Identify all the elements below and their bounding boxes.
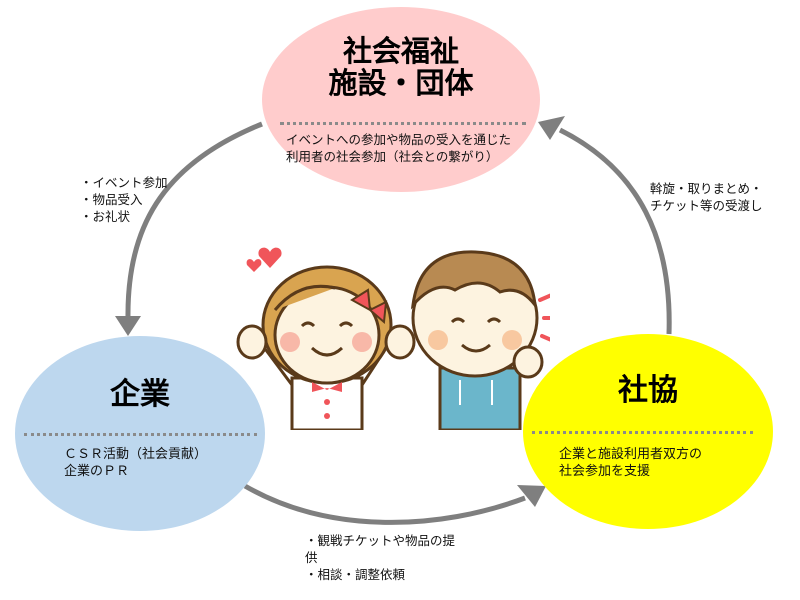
- node-council-title: 社協: [618, 373, 678, 408]
- node-council-description: 企業と施設利用者双方の 社会参加を支援: [559, 447, 703, 479]
- children-illustration: [236, 247, 550, 430]
- label-council-to-facility: 斡旋・取りまとめ・ チケット等の受渡し: [650, 181, 763, 213]
- divider: [532, 431, 753, 434]
- boy-figure: [410, 250, 550, 430]
- title-line-1: 社会福祉: [342, 34, 459, 68]
- label-company-to-council: ・観戦チケットや物品の提 供 ・相談・調整依頼: [305, 533, 456, 582]
- node-company-title: 企業: [110, 377, 170, 412]
- arrowhead-council: [517, 485, 546, 507]
- divider: [24, 433, 257, 436]
- node-company: 企業 ＣＳＲ活動（社会貢献） 企業のＰＲ: [15, 336, 265, 531]
- node-council: 社協 企業と施設利用者双方の 社会参加を支援: [523, 334, 773, 529]
- arrowhead-facility: [538, 116, 565, 140]
- heart-icon: [246, 259, 262, 272]
- heart-icon: [258, 247, 282, 268]
- arrow-company-to-council: [243, 483, 526, 525]
- girl-figure: [236, 265, 416, 430]
- node-company-description: ＣＳＲ活動（社会貢献） 企業のＰＲ: [64, 447, 208, 479]
- node-facility-title: 社会福祉 施設・団体: [262, 35, 540, 100]
- title-line-2: 施設・団体: [328, 66, 474, 101]
- arrow-council-to-facility: [558, 127, 672, 335]
- node-facility-description: イベントへの参加や物品の受入を通じた 利用者の社会参加（社会との繋がり）: [286, 132, 512, 164]
- arrowhead-company: [115, 316, 141, 336]
- label-facility-to-company: ・イベント参加 ・物品受入 ・お礼状: [80, 175, 168, 224]
- arrow-facility-to-company: [125, 121, 263, 319]
- divider: [280, 122, 526, 125]
- node-facility: 社会福祉 施設・団体 イベントへの参加や物品の受入を通じた 利用者の社会参加（社…: [262, 7, 540, 192]
